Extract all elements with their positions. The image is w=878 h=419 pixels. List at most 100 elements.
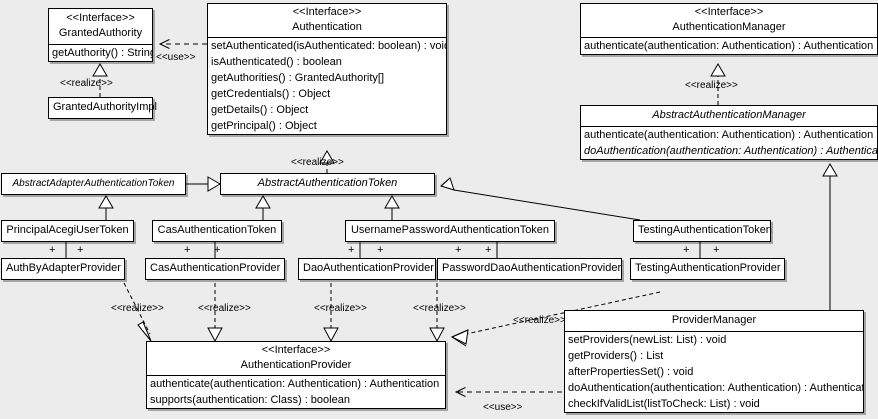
class-testing-authentication-token[interactable]: TestingAuthenticationToken bbox=[633, 220, 772, 242]
member-row: getProviders() : List bbox=[568, 350, 664, 362]
edge-label-realize-abstractauthenticationmanager: <<realize>> bbox=[685, 80, 738, 91]
class-header: AuthByAdapterProvider bbox=[2, 259, 124, 279]
class-authentication[interactable]: <<Interface>> Authentication setAuthenti… bbox=[207, 3, 447, 135]
members-compartment: setProviders(newList: List) : void getPr… bbox=[565, 332, 863, 412]
edge-generalize-testingauthenticationtoken bbox=[440, 177, 641, 221]
member-row: setAuthenticated(isAuthenticated: boolea… bbox=[211, 40, 446, 52]
class-name: CasAuthenticationToken bbox=[157, 224, 277, 236]
class-header: <<Interface>> Authentication bbox=[208, 4, 446, 37]
assoc-marker-plus: + bbox=[485, 244, 492, 256]
class-header: DaoAuthenticationProvider bbox=[299, 259, 435, 279]
divider bbox=[565, 331, 863, 332]
assoc-marker-plus: + bbox=[683, 244, 690, 256]
divider bbox=[208, 37, 446, 38]
class-name: GrantedAuthority bbox=[58, 27, 143, 39]
member-row: getCredentials() : Object bbox=[211, 88, 331, 100]
class-name: TestingAuthenticationToken bbox=[638, 224, 772, 236]
class-authentication-provider[interactable]: <<Interface>> AuthenticationProvider aut… bbox=[146, 341, 446, 409]
class-abstract-authentication-token[interactable]: AbstractAuthenticationToken bbox=[220, 173, 435, 195]
class-cas-authentication-provider[interactable]: CasAuthenticationProvider bbox=[145, 258, 285, 280]
members-compartment: getAuthority() : String bbox=[49, 45, 152, 61]
member-row: doAuthentication(authentication: Authent… bbox=[584, 145, 877, 157]
edge-generalize-principalacegiusertoken bbox=[98, 195, 114, 220]
class-header: ProviderManager bbox=[565, 311, 863, 331]
divider bbox=[147, 375, 445, 376]
class-testing-authentication-provider[interactable]: TestingAuthenticationProvider bbox=[630, 258, 785, 280]
class-header: <<Interface>> AuthenticationProvider bbox=[147, 342, 445, 375]
class-dao-authentication-provider[interactable]: DaoAuthenticationProvider bbox=[298, 258, 436, 280]
class-header: PasswordDaoAuthenticationProvider bbox=[438, 259, 621, 279]
assoc-marker-plus: + bbox=[348, 244, 355, 256]
class-abstract-adapter-authentication-token[interactable]: AbstractAdapterAuthenticationToken bbox=[1, 173, 186, 195]
class-name: UsernamePasswordAuthenticationToken bbox=[350, 224, 550, 236]
class-cas-authentication-token[interactable]: CasAuthenticationToken bbox=[152, 220, 282, 242]
class-header: UsernamePasswordAuthenticationToken bbox=[346, 221, 554, 241]
edge-label-realize-passworddaoauthenticationprovider: <<realize>> bbox=[413, 303, 466, 314]
class-password-dao-authentication-provider[interactable]: PasswordDaoAuthenticationProvider bbox=[437, 258, 622, 280]
member-row: authenticate(authentication: Authenticat… bbox=[150, 378, 440, 390]
divider bbox=[49, 44, 152, 45]
class-header: CasAuthenticationProvider bbox=[146, 259, 284, 279]
stereotype-label: <<Interface>> bbox=[694, 6, 764, 18]
divider bbox=[581, 37, 877, 38]
assoc-marker-plus: + bbox=[49, 244, 56, 256]
class-granted-authority-impl[interactable]: GrantedAuthorityImpl bbox=[48, 97, 157, 119]
class-auth-by-adapter-provider[interactable]: AuthByAdapterProvider bbox=[1, 258, 125, 280]
member-row: isAuthenticated() : boolean bbox=[211, 56, 342, 68]
class-name: AbstractAdapterAuthenticationToken bbox=[12, 178, 175, 189]
member-row: getDetails() : Object bbox=[211, 104, 309, 116]
divider bbox=[581, 126, 877, 127]
class-name: DaoAuthenticationProvider bbox=[303, 262, 434, 274]
class-name: AbstractAuthenticationToken bbox=[257, 177, 398, 189]
class-name: CasAuthenticationProvider bbox=[150, 262, 281, 274]
member-row: getAuthority() : String bbox=[52, 47, 152, 59]
class-authentication-manager[interactable]: <<Interface>> AuthenticationManager auth… bbox=[580, 3, 878, 55]
edge-label-use-authentication-grantedauthority: <<use>> bbox=[156, 52, 196, 63]
member-row: getPrincipal() : Object bbox=[211, 120, 317, 132]
class-name: PasswordDaoAuthenticationProvider bbox=[442, 262, 622, 274]
edge-generalize-providermanager bbox=[822, 163, 838, 310]
members-compartment: authenticate(authentication: Authenticat… bbox=[147, 376, 445, 408]
edge-generalize-usernamepasswordauthenticationtoken bbox=[384, 195, 400, 220]
class-abstract-authentication-manager[interactable]: AbstractAuthenticationManager authentica… bbox=[580, 105, 878, 160]
class-header: GrantedAuthorityImpl bbox=[49, 98, 157, 118]
edge-label-realize-daoauthenticationprovider: <<realize>> bbox=[314, 303, 367, 314]
class-principal-acegi-user-token[interactable]: PrincipalAcegiUserToken bbox=[1, 220, 134, 242]
edge-generalize-casauthenticationtoken bbox=[255, 195, 271, 220]
edge-generalize-abstractadapterauthenticationtoken bbox=[186, 176, 221, 192]
class-name: GrantedAuthorityImpl bbox=[53, 101, 157, 113]
class-header: <<Interface>> GrantedAuthority bbox=[49, 9, 152, 44]
class-header: CasAuthenticationToken bbox=[153, 221, 281, 241]
class-name: PrincipalAcegiUserToken bbox=[6, 224, 129, 236]
member-row: authenticate(authentication: Authenticat… bbox=[584, 40, 874, 52]
edge-label-realize-grantedauthorityimpl: <<realize>> bbox=[60, 78, 113, 89]
class-header: PrincipalAcegiUserToken bbox=[2, 221, 133, 241]
stereotype-label: <<Interface>> bbox=[292, 6, 362, 18]
class-header: AbstractAuthenticationToken bbox=[221, 174, 434, 194]
class-header: AbstractAuthenticationManager bbox=[581, 106, 877, 126]
stereotype-label: <<Interface>> bbox=[261, 344, 331, 356]
class-name: ProviderManager bbox=[671, 314, 757, 326]
assoc-marker-plus: + bbox=[77, 244, 84, 256]
class-header: <<Interface>> AuthenticationManager bbox=[581, 4, 877, 37]
assoc-marker-plus: + bbox=[184, 244, 191, 256]
member-row: setProviders(newList: List) : void bbox=[568, 334, 727, 346]
class-granted-authority[interactable]: <<Interface>> GrantedAuthority getAuthor… bbox=[48, 8, 153, 62]
class-username-password-authentication-token[interactable]: UsernamePasswordAuthenticationToken bbox=[345, 220, 555, 242]
class-provider-manager[interactable]: ProviderManager setProviders(newList: Li… bbox=[564, 310, 864, 413]
class-name: AuthenticationProvider bbox=[240, 359, 352, 371]
edge-label-realize-authbyadapterprovider: <<realize>> bbox=[111, 303, 164, 314]
class-header: AbstractAdapterAuthenticationToken bbox=[2, 174, 185, 194]
members-compartment: setAuthenticated(isAuthenticated: boolea… bbox=[208, 38, 446, 134]
edge-label-realize-testingauthenticationprovider: <<realize>> bbox=[513, 315, 566, 326]
assoc-marker-plus: + bbox=[455, 244, 462, 256]
member-row: authenticate(authentication: Authenticat… bbox=[584, 129, 874, 141]
edge-label-realize-abstractauthenticationtoken: <<realize>> bbox=[291, 157, 344, 168]
class-name: TestingAuthenticationProvider bbox=[635, 262, 781, 274]
class-name: AuthenticationManager bbox=[672, 21, 786, 33]
members-compartment: authenticate(authentication: Authenticat… bbox=[581, 127, 877, 159]
class-name: AuthByAdapterProvider bbox=[6, 262, 121, 274]
class-header: TestingAuthenticationToken bbox=[634, 221, 772, 241]
member-row: afterPropertiesSet() : void bbox=[568, 366, 694, 378]
